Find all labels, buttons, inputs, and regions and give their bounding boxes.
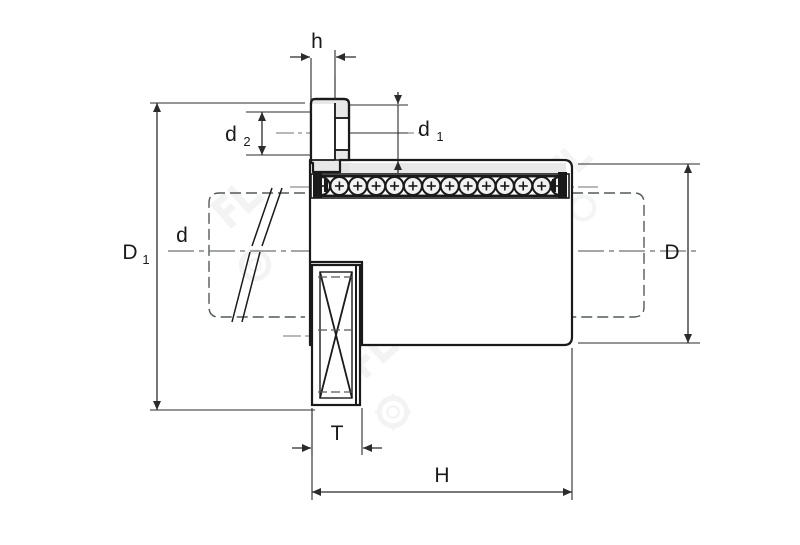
break-line-symbol — [231, 187, 283, 323]
dimension-label-D1: D — [122, 241, 137, 264]
retainer-right — [552, 172, 567, 198]
dimension-label-d2-sub: 2 — [243, 134, 250, 149]
ball-bearing-row — [313, 176, 567, 196]
retainer-left — [313, 172, 328, 198]
dimension-label-d2: d — [225, 123, 237, 146]
bottom-seal-hidden-lines — [318, 276, 352, 393]
dimension-h: h — [290, 30, 356, 100]
dimension-label-d1-sub: 1 — [436, 129, 443, 144]
dimension-label-h: h — [311, 30, 323, 53]
sleeve-section-fill — [313, 163, 566, 175]
dimension-label-d: d — [176, 224, 188, 247]
bearing-main-body — [308, 158, 574, 347]
dimension-D1: D 1 — [122, 102, 315, 411]
top-flange-collar — [309, 97, 351, 174]
hidden-outline-right — [572, 192, 645, 318]
dimension-D: D — [578, 163, 700, 344]
dimension-d2: d 2 — [225, 111, 312, 156]
dimension-label-D: D — [664, 241, 679, 264]
dimension-label-D1-sub: 1 — [142, 252, 149, 267]
dimension-d1: d 1 — [350, 92, 444, 173]
hidden-outline-left — [208, 192, 305, 318]
dimension-d: d — [176, 224, 188, 247]
dimension-H: H — [311, 348, 573, 500]
dimension-label-H: H — [434, 464, 449, 487]
dimension-label-d1: d — [418, 118, 430, 141]
dimension-label-T: T — [331, 422, 344, 445]
bottom-seal-cap — [310, 260, 364, 407]
